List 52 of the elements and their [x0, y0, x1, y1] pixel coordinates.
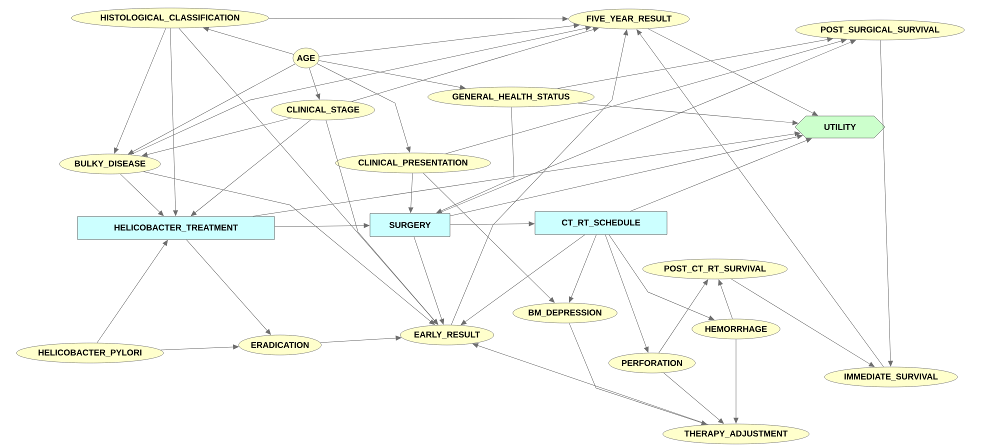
- arrow: [96, 240, 168, 344]
- arrow: [268, 16, 568, 22]
- arrow: [414, 236, 444, 324]
- arrow: [880, 40, 893, 366]
- arrow: [658, 279, 708, 354]
- arrow: [557, 37, 833, 89]
- arrow: [605, 234, 649, 352]
- arrow: [636, 29, 884, 368]
- arrow: [203, 26, 294, 55]
- arrow: [143, 171, 435, 325]
- arrow: [472, 343, 709, 425]
- arrow: [318, 23, 580, 57]
- arrow: [130, 26, 592, 155]
- decision-box: CT_RT_SCHEDULE: [534, 211, 668, 235]
- decision-box: HELICOBACTER_TREATMENT: [77, 216, 275, 240]
- arrow: [436, 106, 514, 214]
- arrow: [423, 172, 555, 303]
- arrow: [578, 102, 798, 126]
- arrow: [114, 28, 166, 154]
- arrow: [663, 372, 724, 424]
- arrow: [630, 138, 812, 212]
- arrow: [718, 280, 733, 320]
- arrow: [351, 27, 599, 102]
- arrow: [318, 60, 466, 90]
- arrow: [309, 68, 320, 100]
- arrow: [648, 28, 818, 116]
- arrow: [450, 221, 534, 226]
- arrow: [568, 234, 597, 302]
- arrow: [734, 338, 738, 424]
- arrow: [252, 131, 800, 217]
- arrow: [438, 40, 856, 214]
- arrow: [316, 63, 411, 152]
- arrow: [320, 336, 402, 343]
- arrow: [142, 118, 292, 157]
- decision-box: SURGERY: [370, 213, 450, 237]
- arrow: [568, 322, 708, 426]
- arrow: [326, 120, 438, 325]
- arrow: [128, 64, 296, 154]
- arrow: [608, 234, 714, 320]
- arrow: [445, 38, 847, 154]
- arrow: [450, 134, 803, 216]
- utility-hexagon: UTILITY: [794, 116, 886, 138]
- arrow: [274, 223, 370, 228]
- arrow: [460, 234, 586, 326]
- arrow: [451, 30, 628, 326]
- arrow: [408, 172, 414, 213]
- arrow: [190, 120, 311, 216]
- arrow: [186, 239, 271, 335]
- arrow: [730, 278, 875, 368]
- arrow: [170, 28, 178, 216]
- arrow: [160, 344, 239, 350]
- arrow: [120, 174, 164, 216]
